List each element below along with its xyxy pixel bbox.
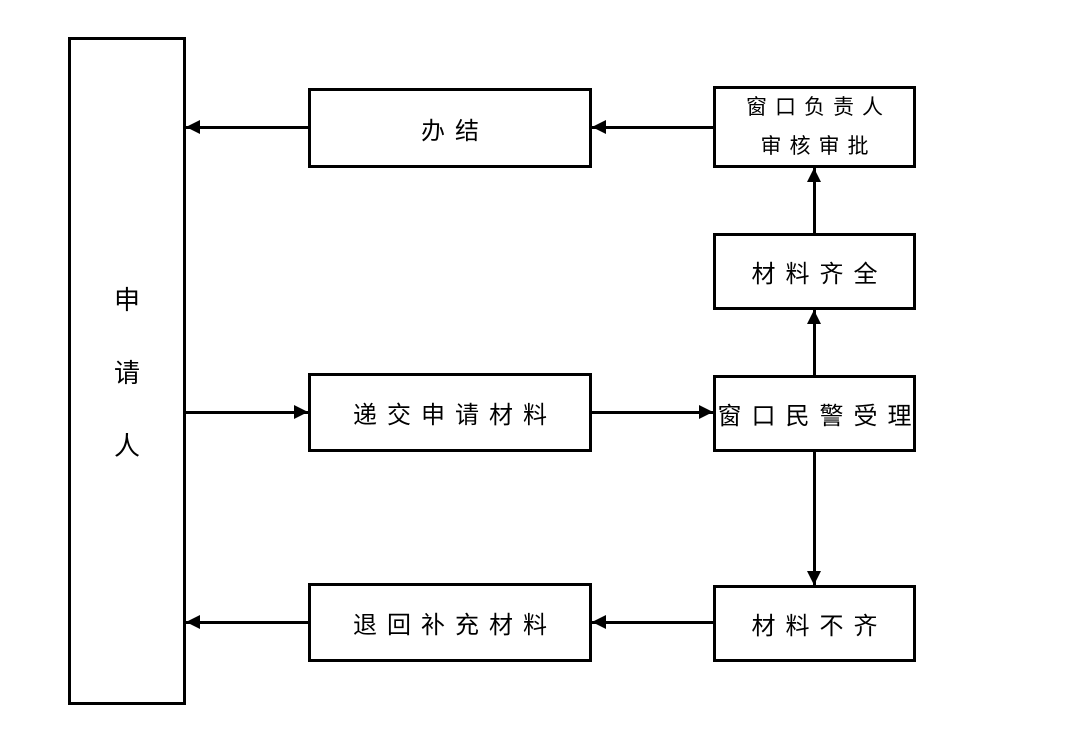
arrow-incomplete-to-return-head-icon: [592, 615, 606, 629]
node-materials-incomplete: 材料不齐: [713, 585, 916, 662]
arrow-complete-to-applicant-line: [186, 126, 308, 129]
node-supervisor-review-line-2: 审核审批: [760, 134, 877, 158]
arrow-complete-to-applicant-head-icon: [186, 120, 200, 134]
node-complete: 办结: [308, 88, 592, 168]
arrow-incomplete-to-return-line: [592, 621, 713, 624]
node-applicant: 申 请 人: [68, 37, 186, 705]
arrow-supervisor-to-complete-line: [592, 126, 713, 129]
arrow-police-to-incomplete-head-icon: [807, 571, 821, 585]
node-materials-complete: 材料齐全: [713, 233, 916, 310]
node-applicant-label: 申 请 人: [114, 280, 140, 463]
node-return-materials-label: 退回补充材料: [353, 613, 557, 639]
arrow-return-to-applicant-head-icon: [186, 615, 200, 629]
node-return-materials: 退回补充材料: [308, 583, 592, 662]
arrow-return-to-applicant-line: [186, 621, 308, 624]
node-submit-materials-label: 递交申请材料: [353, 403, 557, 429]
arrow-submit-to-police-head-icon: [699, 405, 713, 419]
node-applicant-char-3: 人: [113, 431, 140, 461]
arrow-submit-to-police-line: [592, 411, 713, 414]
node-supervisor-review-line-1: 窗口负责人: [746, 95, 891, 120]
node-applicant-char-1: 申: [113, 285, 140, 315]
arrow-police-to-materials-complete-line: [813, 310, 816, 375]
node-supervisor-review: 窗口负责人 审核审批: [713, 86, 916, 168]
arrow-materials-complete-to-supervisor-line: [813, 168, 816, 233]
node-materials-complete-label: 材料齐全: [751, 262, 888, 288]
node-complete-label: 办结: [421, 118, 489, 145]
node-supervisor-review-label: 窗口负责人 审核审批: [746, 88, 891, 166]
node-materials-incomplete-label: 材料不齐: [751, 614, 888, 640]
node-police-accept: 窗口民警受理: [713, 375, 916, 452]
arrow-police-to-incomplete-line: [813, 452, 816, 585]
node-police-accept-label: 窗口民警受理: [717, 404, 922, 430]
node-submit-materials: 递交申请材料: [308, 373, 592, 452]
arrow-police-to-materials-complete-head-icon: [807, 310, 821, 324]
arrow-applicant-to-submit-head-icon: [294, 405, 308, 419]
arrow-applicant-to-submit-line: [186, 411, 308, 414]
node-applicant-char-2: 请: [113, 358, 140, 388]
arrow-supervisor-to-complete-head-icon: [592, 120, 606, 134]
arrow-materials-complete-to-supervisor-head-icon: [807, 168, 821, 182]
